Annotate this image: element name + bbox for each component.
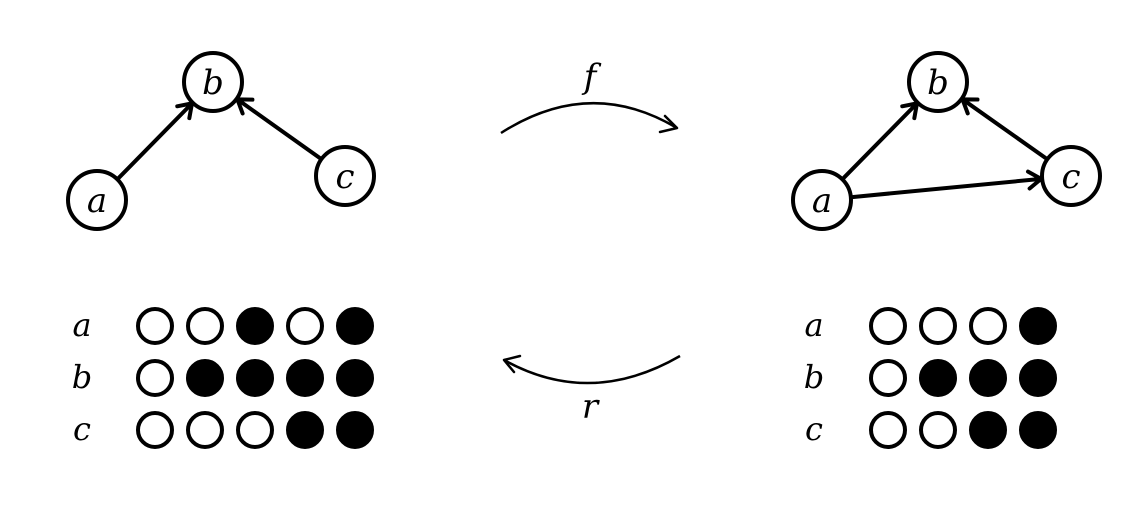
- node-a-label: a: [87, 181, 107, 221]
- right-matrix-row-label-a: a: [804, 306, 823, 344]
- node-b-circle: [182, 51, 244, 113]
- node-b-label: b: [202, 63, 224, 103]
- left-matrix-dot-b-2: [186, 359, 224, 397]
- edge-a-to-b: [115, 101, 194, 182]
- forward-map-arc: [500, 101, 678, 135]
- right-matrix-dot-b-1: [869, 359, 907, 397]
- left-matrix-dot-c-1: [136, 411, 174, 449]
- right-matrix-dot-c-1: [869, 411, 907, 449]
- left-matrix-row-label-a: a: [72, 306, 91, 344]
- edge-a-to-c: [848, 176, 1044, 200]
- left-matrix-row-label-c: c: [73, 410, 91, 448]
- left-matrix-dot-c-3: [236, 411, 274, 449]
- reverse-map-arrowhead: [502, 354, 522, 374]
- left-matrix-dot-b-1: [136, 359, 174, 397]
- node-c-label: c: [335, 157, 354, 197]
- right-matrix-dot-b-4: [1019, 359, 1057, 397]
- node-a-circle: [66, 169, 128, 231]
- node-c-circle: [1040, 145, 1102, 207]
- left-matrix-dot-a-3: [236, 307, 274, 345]
- left-matrix-dot-c-4: [286, 411, 324, 449]
- node-b-circle: [907, 51, 969, 113]
- node-c-label: c: [1061, 157, 1080, 197]
- left-matrix-dot-b-3: [236, 359, 274, 397]
- edge-a-to-b: [840, 101, 919, 182]
- right-matrix-dot-c-2: [919, 411, 957, 449]
- reverse-map-label: r: [582, 387, 600, 427]
- reverse-map-arc: [503, 354, 681, 385]
- left-matrix-dot-b-5: [336, 359, 374, 397]
- right-matrix-dot-b-2: [919, 359, 957, 397]
- left-matrix-row-label-b: b: [72, 358, 92, 396]
- edge-c-to-b: [235, 97, 324, 162]
- forward-map: f: [500, 57, 679, 135]
- edge-c-to-b: [960, 97, 1050, 162]
- right-matrix-dot-c-4: [1019, 411, 1057, 449]
- left-matrix-dot-a-4: [286, 307, 324, 345]
- right-matrix-dot-a-3: [969, 307, 1007, 345]
- left-matrix: abc: [72, 306, 374, 449]
- right-matrix-dot-a-2: [919, 307, 957, 345]
- reverse-map: r: [502, 354, 681, 427]
- right-matrix-row-label-c: c: [805, 410, 823, 448]
- left-graph: a b c: [66, 51, 376, 231]
- left-matrix-dot-a-1: [136, 307, 174, 345]
- left-matrix-dot-c-5: [336, 411, 374, 449]
- node-a-circle: [791, 169, 853, 231]
- node-c-circle: [314, 145, 376, 207]
- right-matrix-dot-a-4: [1019, 307, 1057, 345]
- right-graph: a b c: [791, 51, 1102, 231]
- right-matrix-dot-b-3: [969, 359, 1007, 397]
- forward-map-label: f: [581, 57, 602, 97]
- left-matrix-dot-c-2: [186, 411, 224, 449]
- left-matrix-dot-a-5: [336, 307, 374, 345]
- node-b-label: b: [927, 63, 949, 103]
- right-matrix-dot-a-1: [869, 307, 907, 345]
- forward-map-arrowhead: [658, 114, 679, 134]
- right-matrix: abc: [804, 306, 1057, 449]
- right-matrix-dot-c-3: [969, 411, 1007, 449]
- left-matrix-dot-a-2: [186, 307, 224, 345]
- node-a-label: a: [812, 181, 832, 221]
- left-matrix-dot-b-4: [286, 359, 324, 397]
- right-matrix-row-label-b: b: [804, 358, 824, 396]
